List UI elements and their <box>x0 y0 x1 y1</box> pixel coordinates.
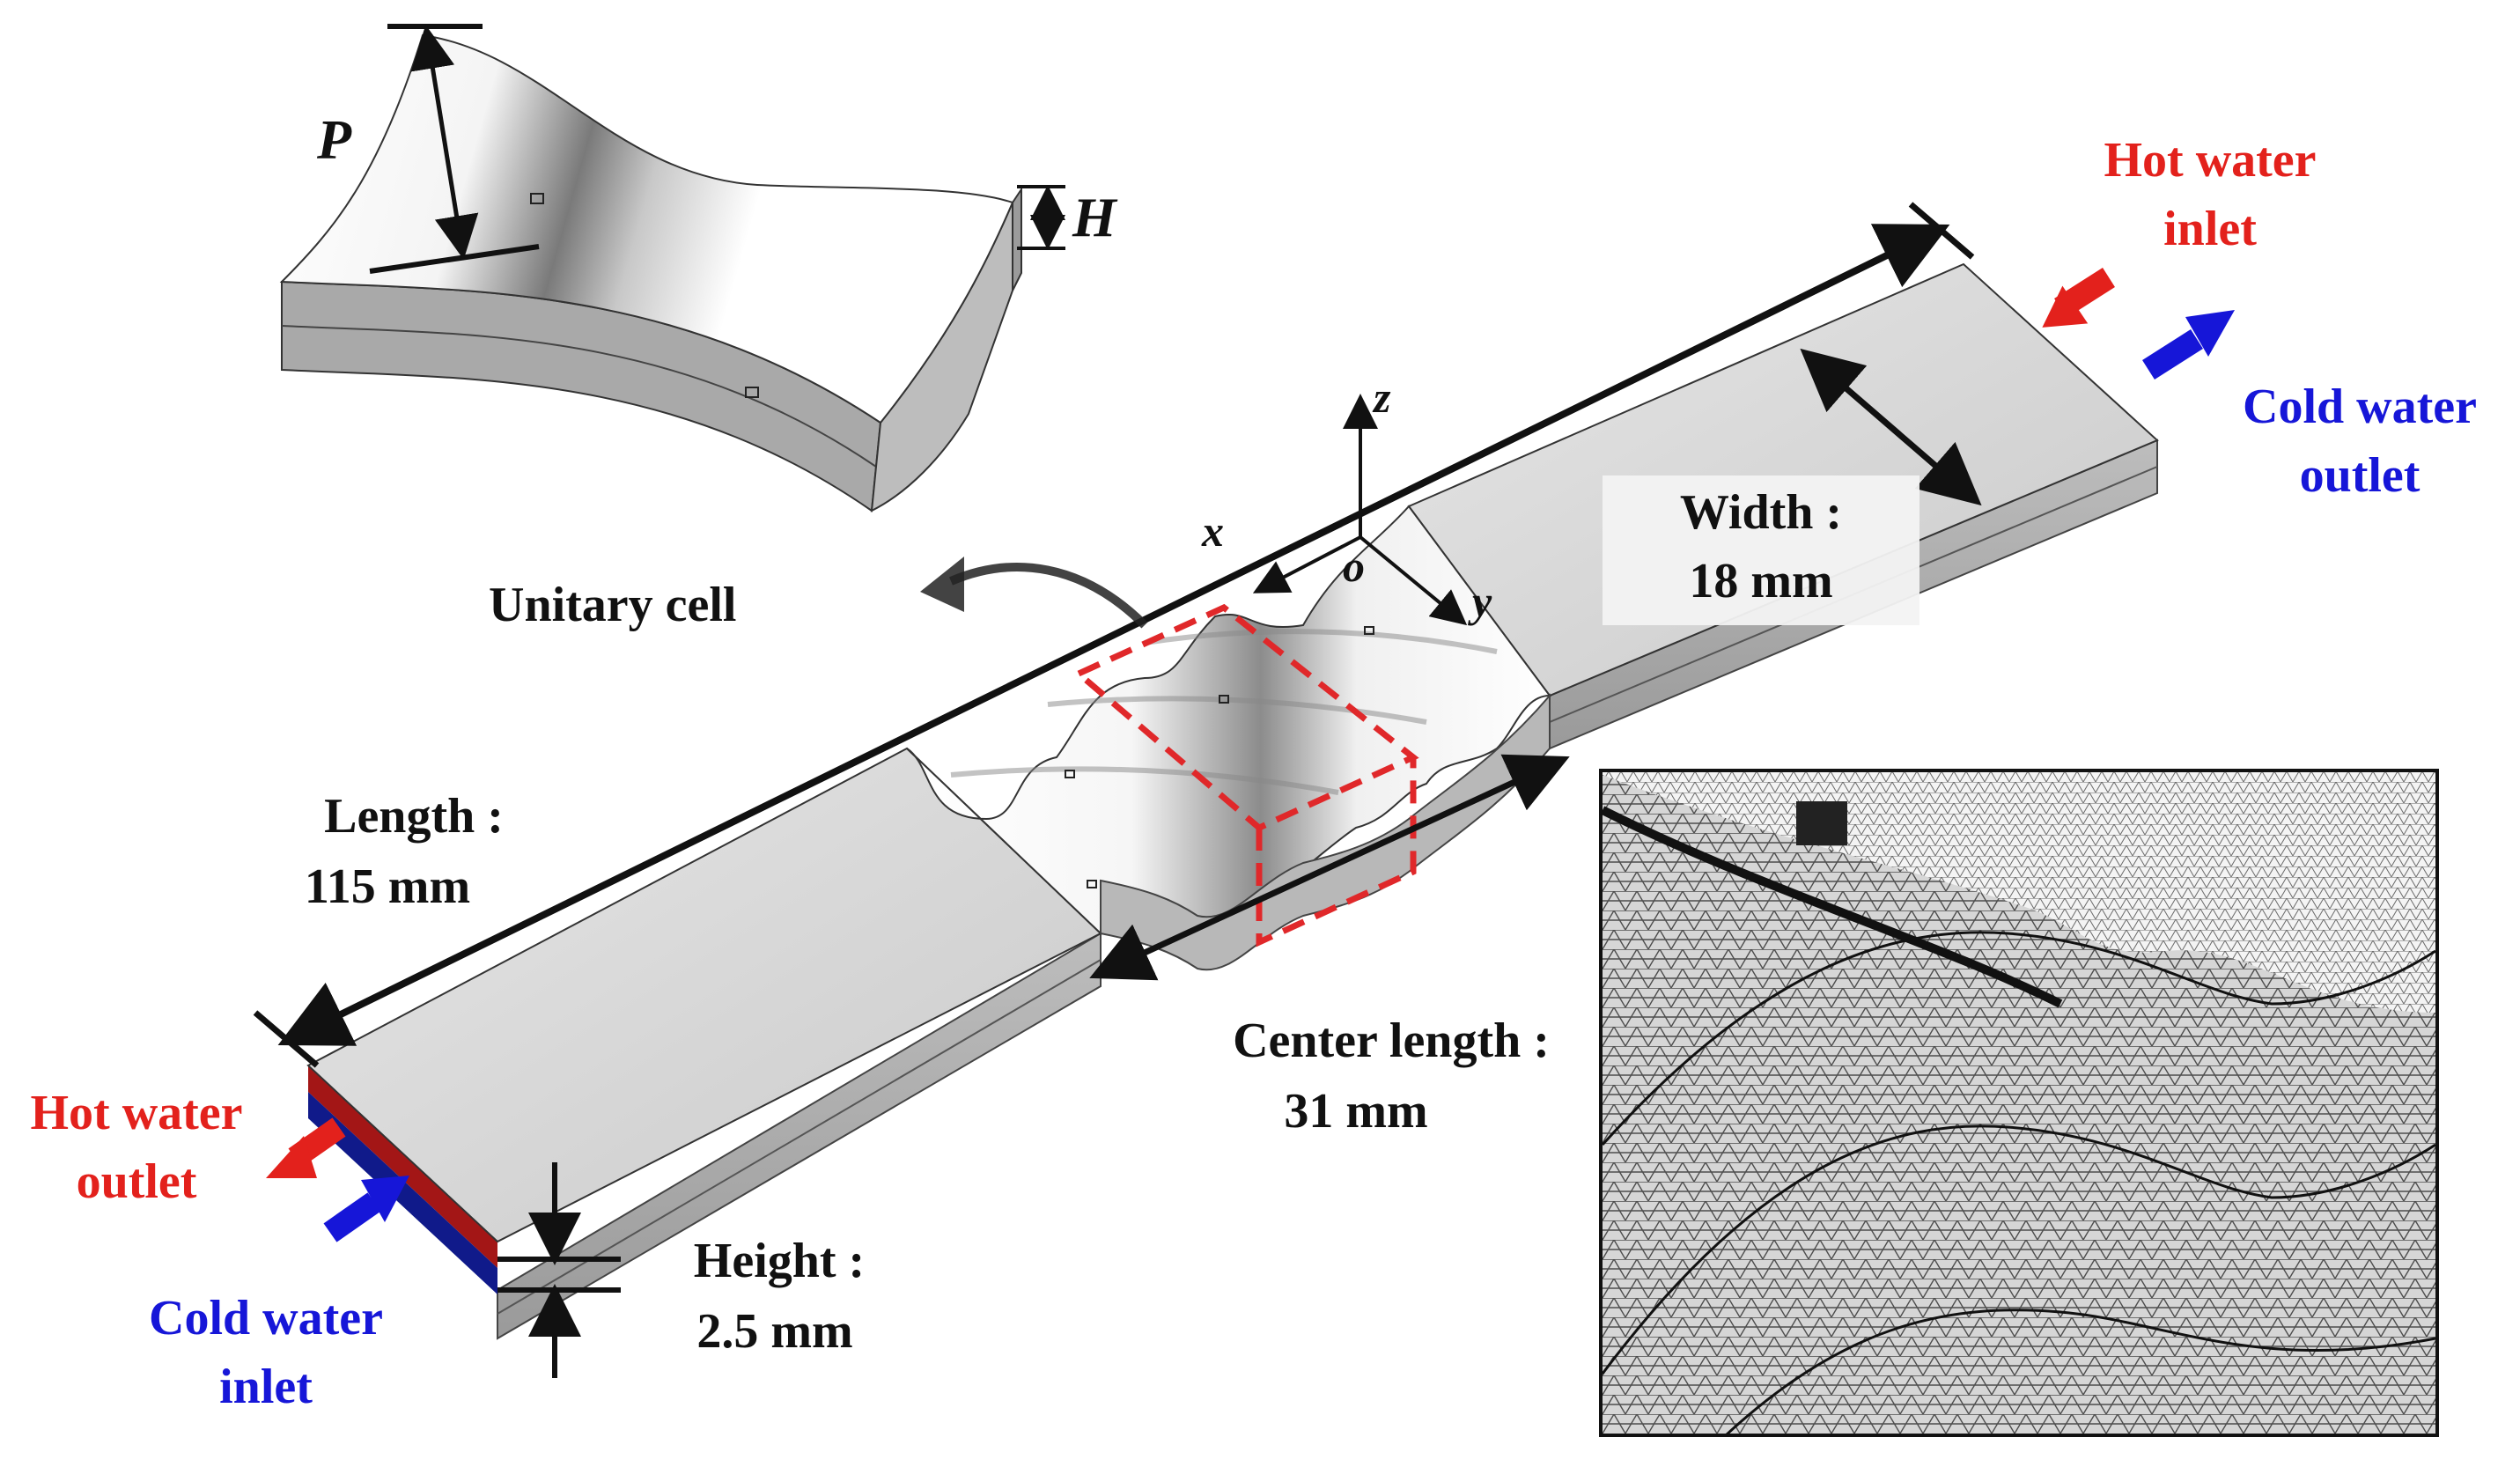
cold-water-inlet-arrow <box>323 1176 409 1242</box>
width-dimension <box>1800 348 1982 506</box>
hot-water-outlet-arrow <box>266 1117 346 1178</box>
mesh-inset <box>1599 769 2439 1437</box>
center-length-label: Center length : <box>1233 1014 1550 1068</box>
width-label-box <box>1603 475 1919 625</box>
width-value: 18 mm <box>1689 554 1832 608</box>
unitary-cell-label: Unitary cell <box>489 578 736 632</box>
hot-water-outlet-label-line1: Hot water <box>30 1086 242 1140</box>
cold-inlet-face <box>308 1092 497 1294</box>
hot-outlet-face <box>308 1065 497 1268</box>
axis-x-label: x <box>1201 506 1224 556</box>
cold-water-outlet-label-line2: outlet <box>2300 448 2421 503</box>
coordinate-axes <box>1252 394 1468 626</box>
height-dimension <box>497 1162 621 1378</box>
length-label: Length : <box>324 789 504 844</box>
cold-water-outlet-arrow <box>2142 310 2235 380</box>
pitch-symbol: P <box>316 108 352 171</box>
axis-origin-label: o <box>1343 542 1365 591</box>
height-symbol: H <box>1072 186 1118 248</box>
height-label: Height : <box>694 1234 865 1288</box>
length-value: 115 mm <box>305 859 470 914</box>
axis-y-label: y <box>1468 577 1492 626</box>
width-label: Width : <box>1680 485 1842 540</box>
unitary-cell-inset <box>279 24 1065 512</box>
axis-z-label: z <box>1372 372 1391 422</box>
center-length-dimension <box>1089 754 1570 981</box>
center-length-value: 31 mm <box>1284 1084 1427 1139</box>
cold-water-inlet-label-line1: Cold water <box>149 1291 383 1345</box>
hot-water-outlet-label-line2: outlet <box>77 1154 197 1209</box>
hot-water-inlet-label-line2: inlet <box>2163 202 2257 256</box>
zoom-arrow <box>949 563 1148 629</box>
length-dimension <box>253 202 1975 1068</box>
hot-water-inlet-arrow <box>2042 268 2115 328</box>
cold-water-outlet-label-line1: Cold water <box>2243 380 2477 434</box>
cold-water-inlet-label-line2: inlet <box>219 1360 313 1414</box>
height-value: 2.5 mm <box>696 1304 852 1359</box>
hot-water-inlet-label-line1: Hot water <box>2104 133 2316 188</box>
